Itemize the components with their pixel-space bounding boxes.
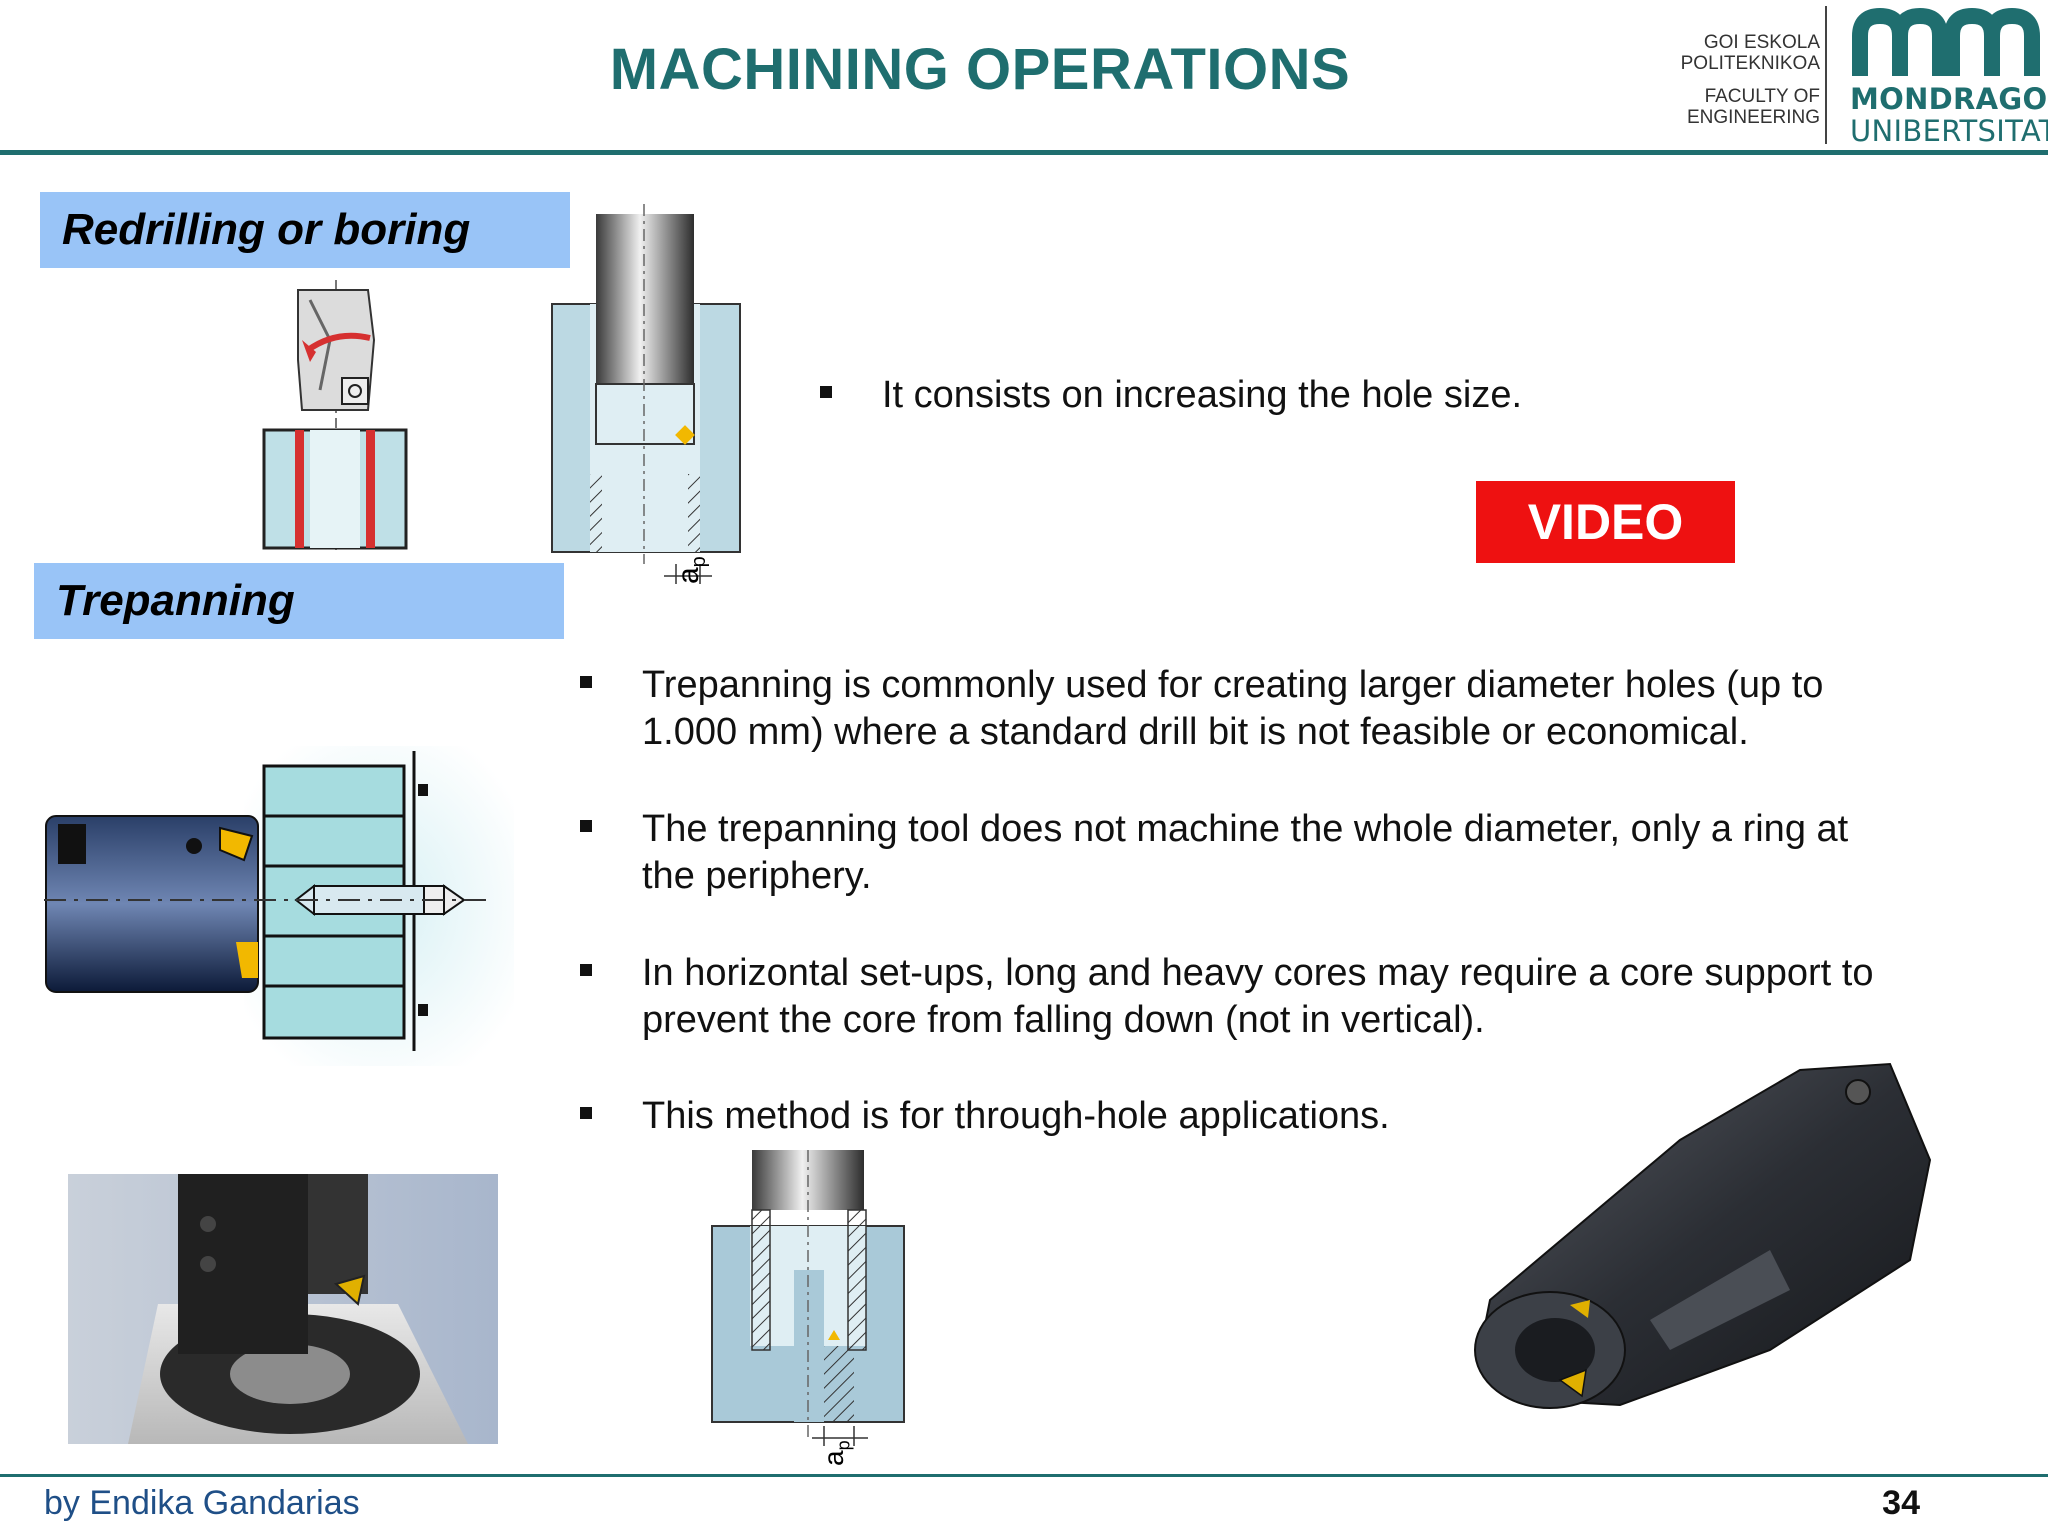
depth-label-p: p bbox=[688, 556, 710, 568]
depth-label-a: a bbox=[672, 567, 705, 584]
logo-school-line2: POLITEKNIKOA bbox=[1680, 53, 1820, 74]
logo-university-line2: UNIBERTSITATEA bbox=[1850, 114, 2048, 148]
bullet-marker bbox=[580, 964, 592, 976]
bullet-marker bbox=[820, 386, 832, 398]
trepanning-depth-label: ap bbox=[818, 1406, 855, 1466]
bullet-text-line2: the periphery. bbox=[642, 855, 872, 897]
bullet-text: It consists on increasing the hole size. bbox=[882, 374, 1523, 416]
bullet-text-line1: In horizontal set-ups, long and heavy co… bbox=[642, 952, 1874, 994]
trepanning-horizontal-illustration bbox=[44, 746, 514, 1066]
bullet-trepanning-1: Trepanning is commonly used for creating… bbox=[580, 662, 1980, 762]
bullet-marker bbox=[580, 676, 592, 688]
logo-university-line1: MONDRAGON bbox=[1850, 82, 2048, 116]
header-divider bbox=[0, 150, 2048, 155]
bullet-redrilling-1: It consists on increasing the hole size. bbox=[820, 372, 1620, 422]
footer-author: by Endika Gandarias bbox=[44, 1484, 360, 1522]
bullet-trepanning-3: In horizontal set-ups, long and heavy co… bbox=[580, 950, 2000, 1050]
depth-label-a: a bbox=[818, 1450, 849, 1466]
university-logo: GOI ESKOLA POLITEKNIKOA FACULTY OF ENGIN… bbox=[1670, 2, 2048, 148]
depth-label-p: p bbox=[833, 1440, 854, 1451]
section-label-trepanning: Trepanning bbox=[34, 563, 564, 639]
bullet-marker bbox=[580, 820, 592, 832]
bullet-trepanning-2: The trepanning tool does not machine the… bbox=[580, 806, 1980, 906]
video-button[interactable]: VIDEO bbox=[1476, 481, 1735, 563]
trepanning-vertical-diagram bbox=[711, 1150, 905, 1446]
mondragon-mark-icon bbox=[1852, 7, 2040, 76]
bullet-text-line2: prevent the core from falling down (not … bbox=[642, 999, 1485, 1041]
boring-depth-label: ap bbox=[672, 524, 711, 584]
footer-divider bbox=[0, 1474, 2048, 1477]
logo-divider bbox=[1825, 6, 1827, 144]
bullet-text-line1: Trepanning is commonly used for creating… bbox=[642, 664, 1824, 706]
logo-faculty-line1: FACULTY OF bbox=[1704, 86, 1820, 107]
slide-title: MACHINING OPERATIONS bbox=[609, 37, 1351, 102]
logo-school-line1: GOI ESKOLA bbox=[1703, 32, 1820, 53]
trepanning-photo bbox=[68, 1174, 498, 1444]
page-number: 34 bbox=[1882, 1484, 1920, 1522]
logo-faculty-line2: ENGINEERING bbox=[1686, 107, 1820, 128]
boring-diagram bbox=[551, 204, 741, 584]
section-label-redrilling: Redrilling or boring bbox=[40, 192, 570, 268]
bullet-text-line2: 1.000 mm) where a standard drill bit is … bbox=[642, 711, 1749, 753]
bullet-marker bbox=[580, 1107, 592, 1119]
bullet-text-line1: This method is for through-hole applicat… bbox=[642, 1095, 1390, 1137]
trepanning-tool-render bbox=[1474, 1062, 1932, 1409]
bullet-trepanning-4: This method is for through-hole applicat… bbox=[580, 1093, 1580, 1143]
redrilling-tool-illustration bbox=[262, 280, 408, 550]
bullet-text-line1: The trepanning tool does not machine the… bbox=[642, 808, 1849, 850]
